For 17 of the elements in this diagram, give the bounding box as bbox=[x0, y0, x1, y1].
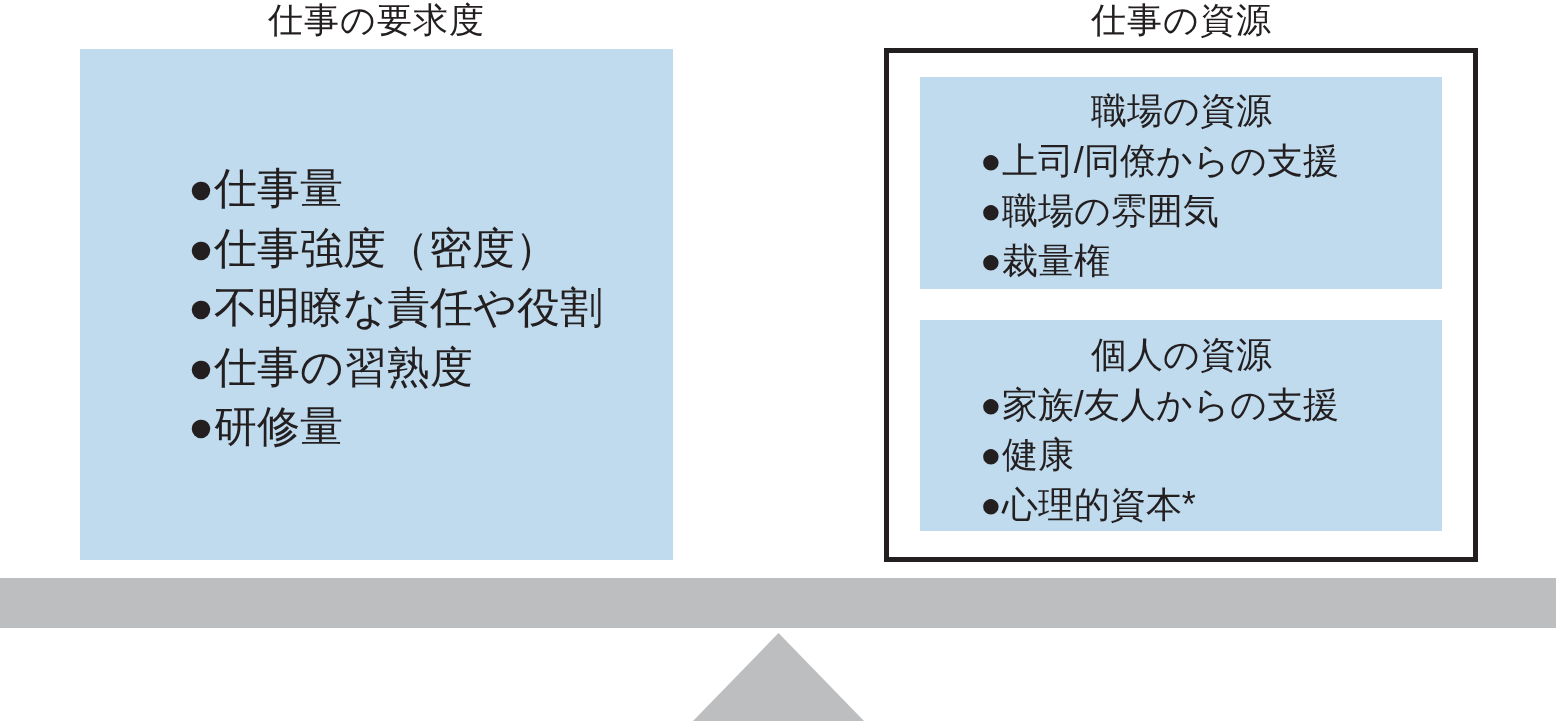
list-item: ●家族/友人からの支援 bbox=[980, 382, 1339, 426]
column-heading: 仕事の資源 bbox=[1090, 0, 1272, 40]
panel-heading: 職場の資源 bbox=[1090, 88, 1272, 132]
list-item: ●裁量権 bbox=[980, 238, 1110, 282]
list-item: ●心理的資本* bbox=[980, 482, 1196, 526]
resource-panel bbox=[920, 320, 1442, 531]
resource-panel bbox=[920, 77, 1442, 289]
column-heading: 仕事の要求度 bbox=[268, 0, 485, 40]
list-item: ●仕事量 bbox=[188, 163, 343, 213]
list-item: ●上司/同僚からの支援 bbox=[980, 138, 1339, 182]
list-item: ●仕事の習熟度 bbox=[188, 341, 473, 392]
list-item: ●健康 bbox=[980, 432, 1074, 476]
list-item: ●不明瞭な責任や役割 bbox=[188, 282, 603, 332]
list-item: ●職場の雰囲気 bbox=[980, 188, 1219, 232]
list-item: ●仕事強度（密度） bbox=[188, 222, 558, 273]
panel-heading: 個人の資源 bbox=[1090, 332, 1272, 376]
list-item: ●研修量 bbox=[188, 401, 343, 451]
